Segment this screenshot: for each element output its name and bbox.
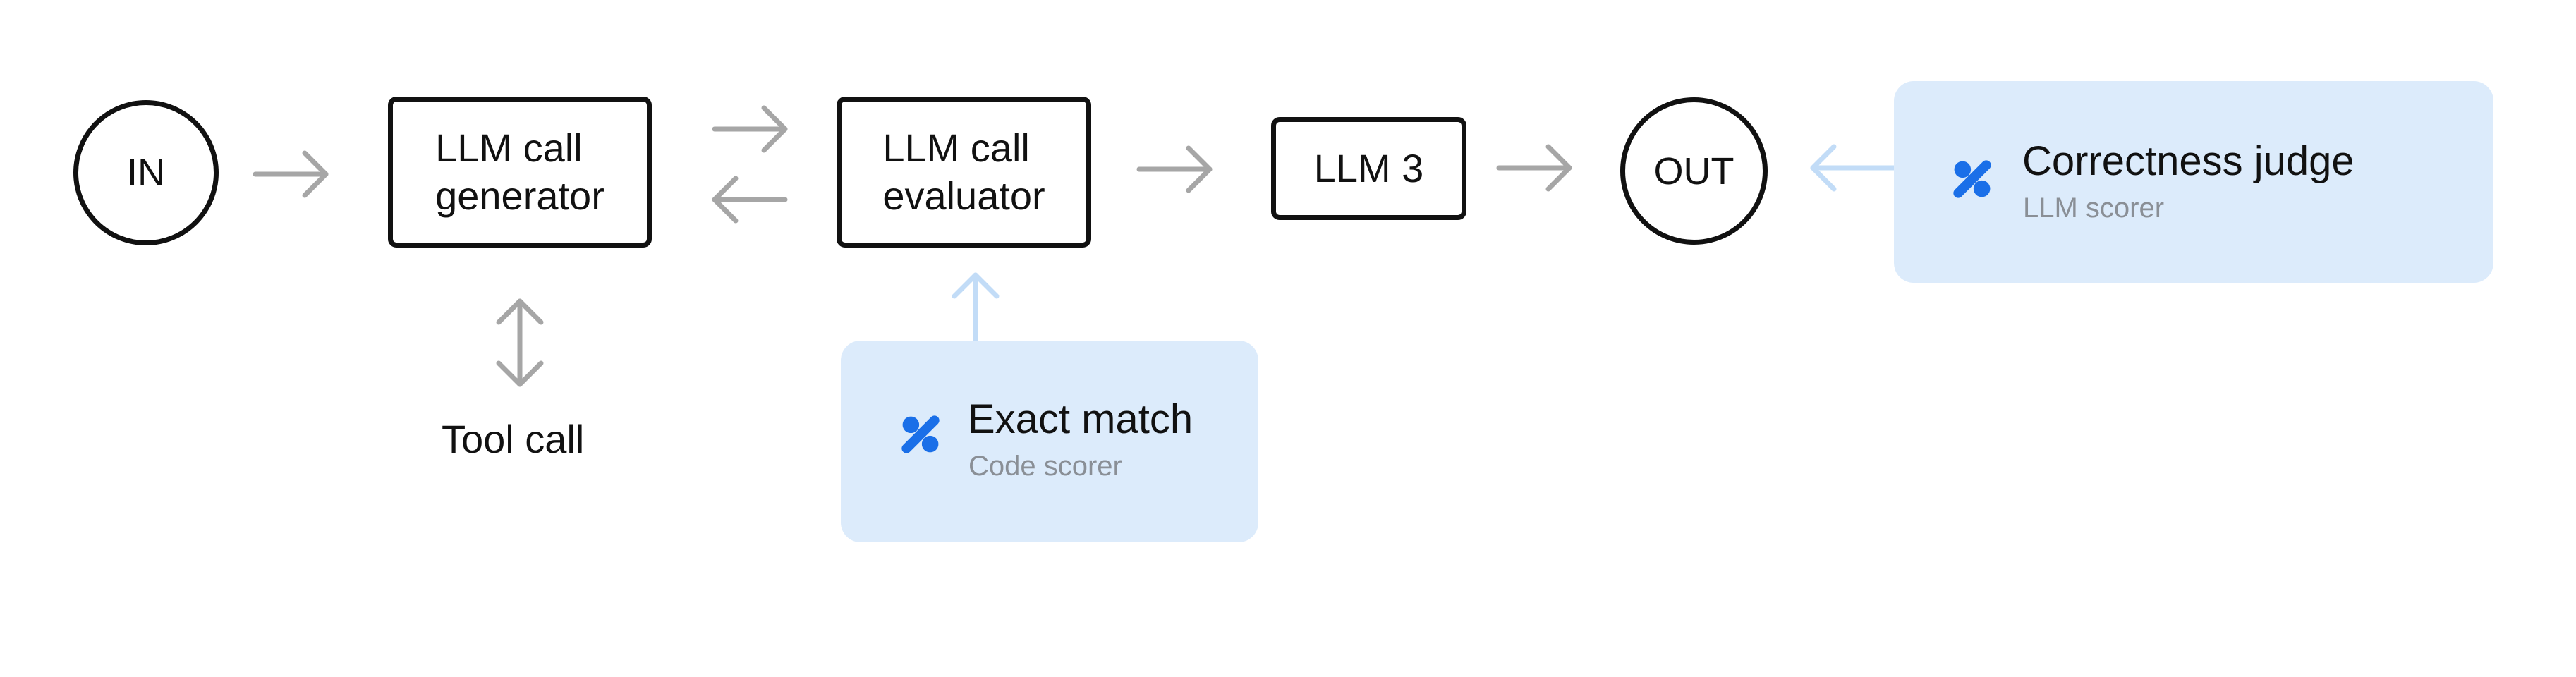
scorer-subtitle: Code scorer — [968, 451, 1122, 482]
input-node-label: IN — [127, 152, 165, 194]
input-node: IN — [73, 100, 219, 245]
scorer-title: Correctness judge — [2022, 138, 2355, 184]
arrow-generator-tool-call — [496, 298, 544, 387]
scorer-title: Exact match — [968, 396, 1193, 442]
scorer-exact-match: Exact match Code scorer — [841, 341, 1258, 542]
output-node-label: OUT — [1653, 150, 1734, 193]
arrow-evaluator-to-generator — [712, 176, 788, 224]
percent-icon — [1953, 160, 1991, 198]
arrow-in-to-generator — [253, 150, 329, 198]
generator-node: LLM call generator — [388, 97, 652, 248]
arrow-llm3-to-out — [1496, 144, 1572, 192]
evaluator-node: LLM call evaluator — [837, 97, 1091, 248]
arrow-correctness-judge-to-out — [1810, 144, 1897, 192]
llm3-node: LLM 3 — [1271, 117, 1466, 220]
llm3-node-label: LLM 3 — [1313, 145, 1424, 190]
tool-call-label: Tool call — [442, 417, 585, 461]
generator-node-label: LLM call generator — [435, 125, 604, 218]
arrow-evaluator-to-llm3 — [1136, 145, 1213, 193]
scorer-correctness-judge: Correctness judge LLM scorer — [1894, 81, 2493, 283]
arrow-generator-to-evaluator — [712, 105, 788, 153]
output-node: OUT — [1620, 97, 1768, 245]
percent-icon — [901, 415, 940, 453]
arrow-exact-match-to-evaluator — [952, 272, 1000, 345]
evaluator-node-label: LLM call evaluator — [882, 125, 1045, 218]
scorer-subtitle: LLM scorer — [2023, 193, 2165, 224]
